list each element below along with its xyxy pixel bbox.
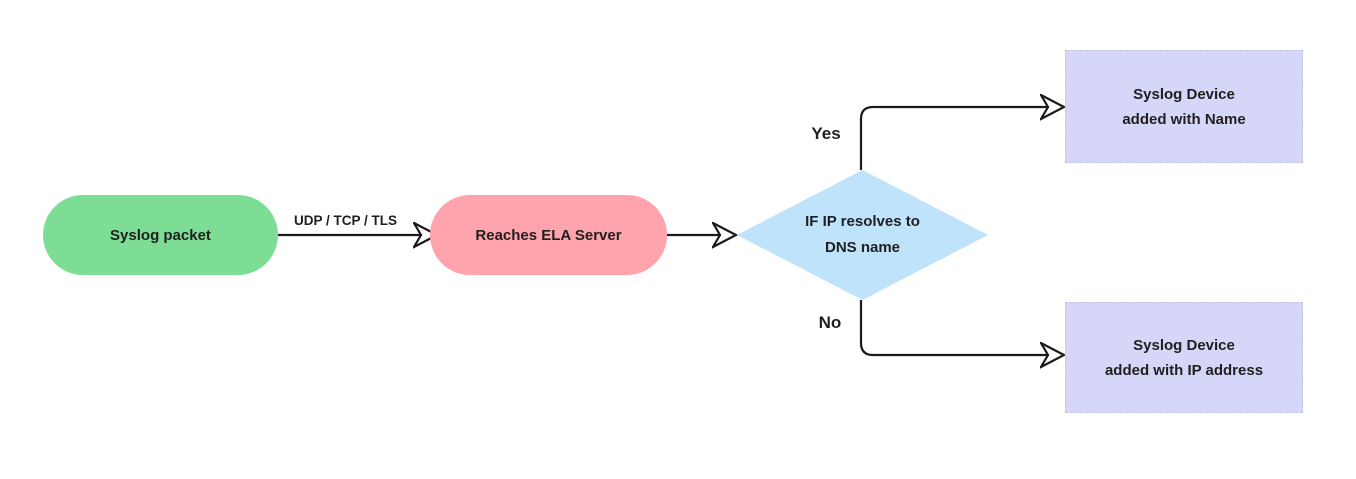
decision-line-2: DNS name (824, 239, 901, 256)
node-outcome-added-with-name: Syslog Device added with Name (1065, 50, 1303, 163)
outcome-no-line-1: Syslog Device (1133, 336, 1235, 354)
edge-yes-label: Yes (811, 124, 841, 143)
edge-no-label: No (818, 313, 842, 332)
outcome-yes-line-1: Syslog Device (1133, 85, 1235, 103)
node-decision-ip-resolves: IF IP resolves to DNS name (737, 170, 988, 300)
node-outcome-added-with-ip: Syslog Device added with IP address (1065, 302, 1303, 413)
node-reaches-ela-server-label: Reaches ELA Server (475, 226, 622, 244)
decision-line-1: IF IP resolves to (805, 213, 920, 230)
outcome-no-line-2: added with IP address (1104, 361, 1264, 379)
connector-decision-yes (859, 107, 1063, 170)
connector-decision-no (859, 300, 1063, 355)
edge-transport-label: UDP / TCP / TLS (293, 213, 398, 228)
node-syslog-packet: Syslog packet (43, 195, 278, 275)
outcome-yes-line-2: added with Name (1122, 110, 1246, 128)
node-syslog-packet-label: Syslog packet (110, 226, 211, 244)
node-reaches-ela-server: Reaches ELA Server (430, 195, 667, 275)
